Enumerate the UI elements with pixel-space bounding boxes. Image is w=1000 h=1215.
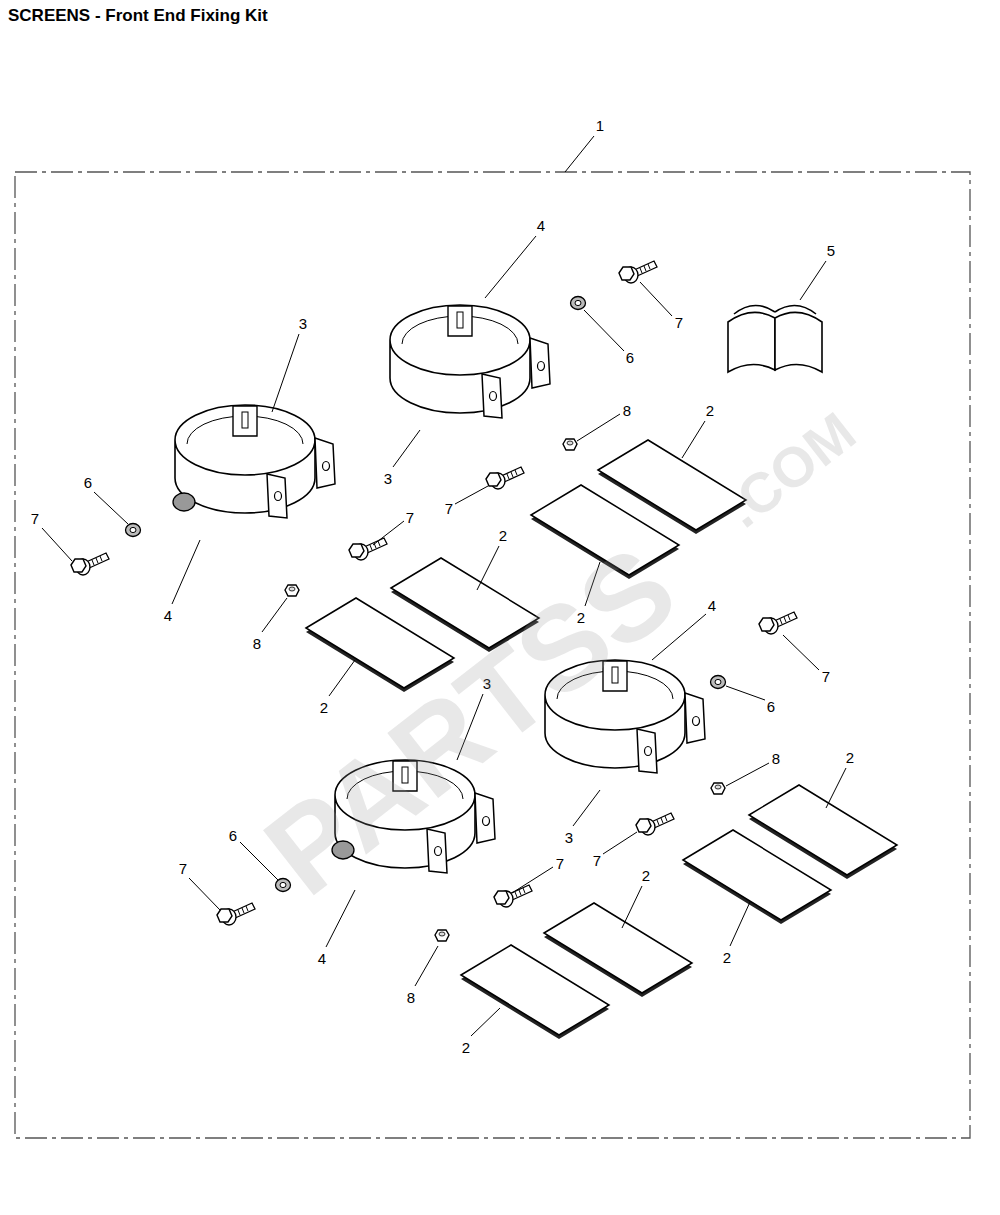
callout-number: 8 (253, 636, 261, 651)
watermark: .COM (715, 403, 865, 537)
callout-number: 3 (483, 676, 491, 691)
callout-number: 2 (577, 610, 585, 625)
callout-number: 7 (179, 861, 187, 876)
callout-number: 3 (384, 471, 392, 486)
callout-number: 7 (822, 669, 830, 684)
callout-number: 6 (229, 828, 237, 843)
callout-number: 7 (406, 510, 414, 525)
callout-number: 2 (642, 868, 650, 883)
callout-number: 7 (593, 853, 601, 868)
callout-number: 2 (846, 750, 854, 765)
callout-number: 6 (767, 699, 775, 714)
callout-number: 2 (320, 700, 328, 715)
callout-number: 7 (31, 511, 39, 526)
callout-number: 2 (499, 528, 507, 543)
callout-number: 2 (723, 950, 731, 965)
callout-number: 2 (462, 1040, 470, 1055)
callout-number: 8 (407, 990, 415, 1005)
callout-number: 6 (626, 350, 634, 365)
page-title: SCREENS - Front End Fixing Kit (8, 6, 268, 26)
callout-number: 6 (84, 475, 92, 490)
callout-number: 2 (706, 403, 714, 418)
callout-number: 8 (772, 751, 780, 766)
callout-number: 3 (565, 830, 573, 845)
callout-number: 3 (299, 316, 307, 331)
watermark: PARTSS (245, 526, 695, 915)
callout-number: 4 (318, 951, 326, 966)
callout-number: 7 (556, 856, 564, 871)
callout-number: 7 (445, 501, 453, 516)
callout-number: 4 (537, 218, 545, 233)
callout-number: 7 (675, 315, 683, 330)
callout-number: 1 (596, 118, 604, 133)
callout-number: 8 (623, 403, 631, 418)
callout-number: 4 (708, 598, 716, 613)
callout-number: 5 (827, 243, 835, 258)
callout-number: 4 (164, 608, 172, 623)
